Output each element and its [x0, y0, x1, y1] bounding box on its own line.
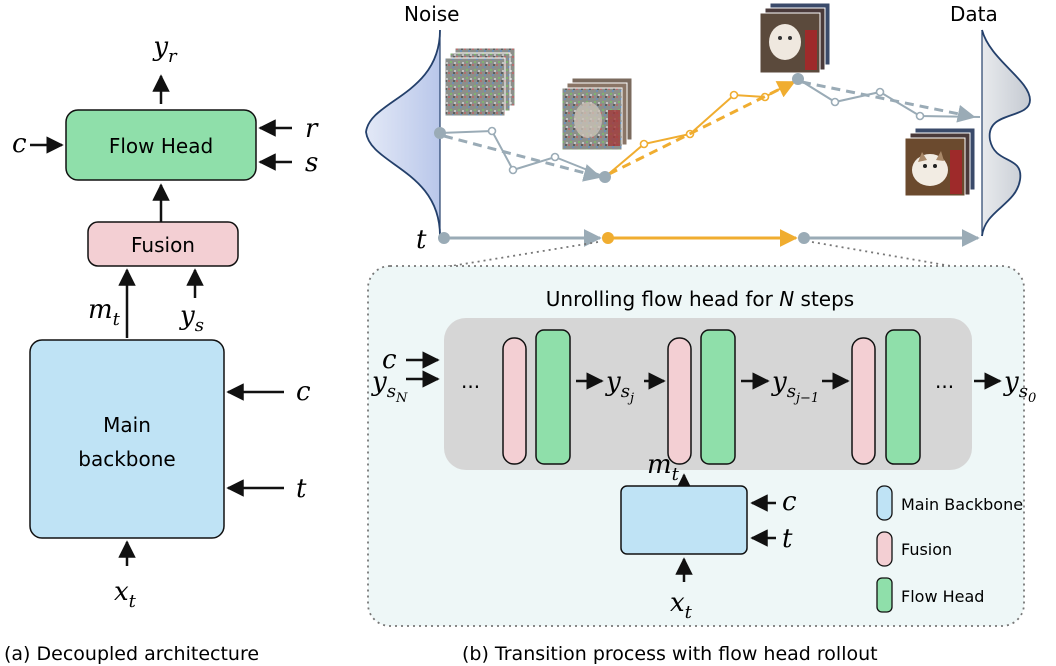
data-distribution-outline	[981, 29, 1031, 237]
time-axis-label: t	[416, 225, 427, 255]
rollout-fusion-3	[851, 337, 876, 465]
rollout-backbone-box	[620, 485, 748, 555]
legend-label-backbone: Main Backbone	[901, 495, 1023, 514]
input-r: r	[305, 114, 319, 144]
label-y-s: ys	[179, 301, 204, 336]
rollout-title: Unrolling flow head for N steps	[546, 287, 854, 311]
trajectory-points-1	[487, 126, 560, 175]
partial-image-stack	[561, 77, 633, 151]
caption-a: (a) Decoupled architecture	[4, 643, 259, 665]
rollout-fusion-2	[667, 337, 692, 465]
rollout-m-t: mt	[647, 450, 680, 485]
legend-swatch-fusion	[876, 531, 893, 567]
output-yr-label: yr	[152, 32, 178, 67]
rollout-ysj: ysj	[605, 367, 634, 406]
input-t-backbone: t	[296, 474, 307, 504]
cat-image-stack-top	[759, 2, 831, 74]
rollout-backbone-t: t	[782, 524, 793, 554]
legend-label-flowhead: Flow Head	[901, 587, 984, 606]
rollout-ysj1: ysj−1	[771, 367, 819, 406]
trajectory-points-3	[830, 87, 925, 121]
noise-distribution	[366, 30, 440, 236]
legend: Main Backbone Fusion Flow Head	[876, 485, 1023, 613]
legend-label-fusion: Fusion	[901, 540, 952, 559]
flow-head-box	[65, 109, 257, 181]
rollout-flowhead-1	[535, 329, 571, 465]
cat-image-stack-bottom	[904, 127, 976, 197]
panel-b-rollout: Unrolling flow head for N steps c ysN ..…	[367, 265, 1036, 665]
trajectory-shortcut-2	[608, 80, 796, 176]
rollout-flowhead-3	[885, 329, 921, 465]
main-backbone-box	[29, 339, 225, 539]
trajectory-shortcut-1	[443, 134, 602, 182]
data-label: Data	[950, 2, 998, 26]
trajectory-segment-2	[604, 78, 799, 178]
point-noise-start	[434, 127, 446, 139]
panel-b-trajectory: Noise Data	[365, 2, 1031, 279]
input-s: s	[305, 148, 318, 178]
input-c-flowhead: c	[12, 129, 27, 159]
trajectory-points-2	[639, 90, 770, 149]
caption-b: (b) Transition process with flow head ro…	[462, 643, 878, 665]
fusion-box	[87, 221, 239, 267]
flow-head-label: Flow Head	[109, 134, 213, 158]
rollout-input-c: c	[382, 345, 397, 375]
label-m-t: mt	[88, 295, 121, 330]
rollout-backbone-c: c	[782, 487, 797, 517]
rollout-x-t: xt	[670, 588, 693, 623]
rollout-ellipsis-right: ...	[935, 369, 954, 393]
rollout-ellipsis-left: ...	[461, 369, 480, 393]
rollout-ys0: ys0	[1003, 367, 1036, 406]
time-point-orange	[602, 232, 614, 244]
time-point-start	[438, 232, 450, 244]
time-point-end	[798, 232, 810, 244]
panel-a: yr Flow Head c r s Fusion mt ys Main bac…	[4, 32, 319, 665]
rollout-flowhead-2	[700, 329, 736, 465]
noise-image-stack	[444, 47, 516, 117]
backbone-label-line2: backbone	[78, 447, 175, 471]
trajectory-shortcut-3	[801, 80, 976, 123]
point-mid-2	[792, 73, 804, 85]
zoom-line-left	[377, 241, 599, 279]
rollout-input-ysN: ysN	[371, 367, 408, 406]
noise-label: Noise	[404, 2, 459, 26]
legend-swatch-flowhead	[876, 577, 893, 613]
backbone-label-line1: Main	[103, 413, 151, 437]
fusion-label: Fusion	[131, 233, 195, 257]
rollout-fusion-1	[502, 337, 527, 465]
input-c-backbone: c	[296, 377, 311, 407]
legend-swatch-backbone	[876, 485, 893, 521]
point-mid-1	[599, 171, 611, 183]
input-x-t: xt	[114, 577, 137, 612]
noise-distribution-outline	[365, 29, 441, 237]
